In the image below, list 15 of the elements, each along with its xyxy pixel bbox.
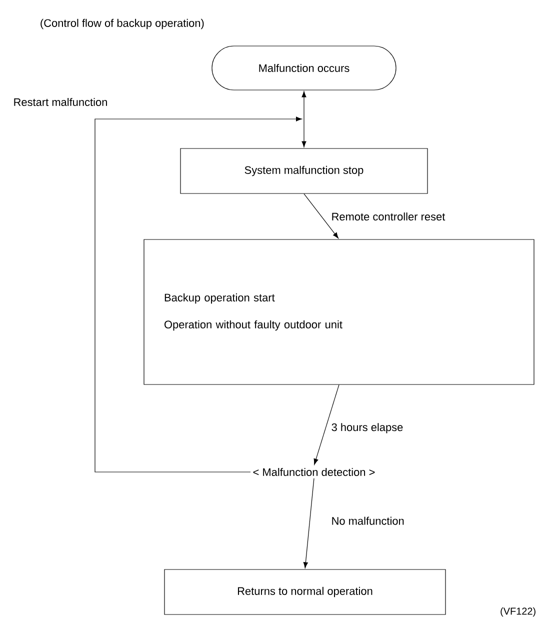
- process-box: Returns to normal operation: [164, 569, 446, 615]
- process-box: Backup operation start Operation without faulty outdoor unit: [144, 239, 534, 385]
- figure-code: (VF122): [500, 607, 536, 617]
- arrow: [303, 478, 314, 568]
- arrow: [302, 91, 306, 148]
- process-box: System malfunction stop: [180, 148, 428, 194]
- decision-text: < Malfunction detection >: [253, 468, 375, 476]
- arrow: [314, 384, 340, 465]
- arrow: [94, 116, 302, 472]
- edge-label: Restart malfunction: [12, 96, 109, 108]
- title: (Control flow of backup operation): [40, 18, 204, 30]
- edge-label: 3 hours elapse: [330, 422, 404, 434]
- edge-label: No malfunction: [330, 516, 406, 526]
- edge-label: Remote controller reset: [330, 211, 446, 222]
- arrow: [304, 194, 338, 238]
